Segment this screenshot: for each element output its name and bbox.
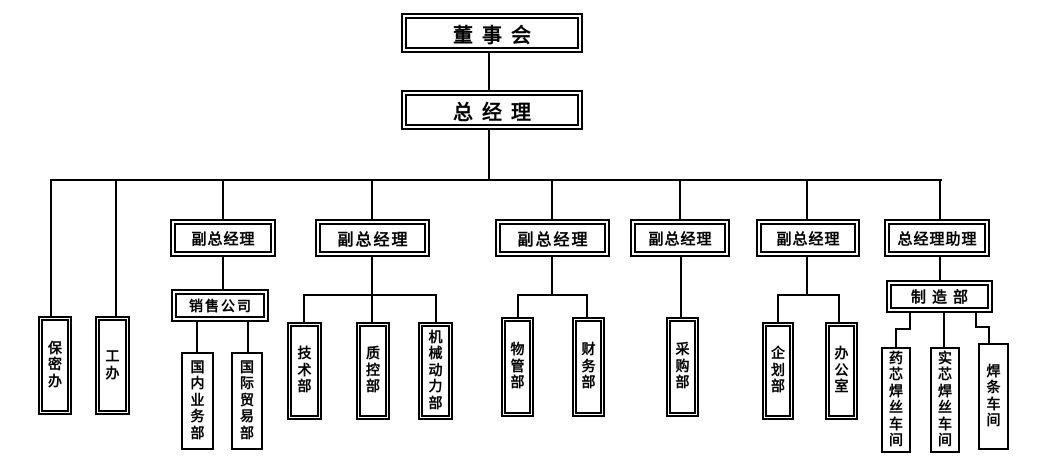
connector-vpplanning-stem [806, 257, 808, 294]
connector-assistant-manufacturing [939, 257, 941, 280]
org-node-general-office-label: 办公室 [834, 346, 849, 396]
org-node-workers-office: 工办 [95, 316, 130, 415]
org-node-gm-assistant: 总经理助理 [884, 219, 990, 257]
org-node-gm: 总经理 [401, 90, 583, 130]
org-node-vp-logistics: 副总经理 [495, 219, 610, 257]
org-node-workers-office-label: 工办 [105, 349, 120, 382]
connector-sales-intl [247, 322, 249, 352]
connector-drop-vp-purchasing [679, 179, 681, 219]
connector-drop-materials [517, 294, 519, 317]
org-node-mech-power-dept-label: 机械动力部 [428, 329, 443, 412]
org-node-domestic-business: 国内业务部 [181, 352, 214, 450]
org-node-secrecy-office: 保密办 [38, 316, 72, 415]
org-node-flux-cored-workshop: 药芯焊丝车间 [881, 347, 911, 453]
org-node-board: 董事会 [401, 13, 583, 53]
org-node-finance-dept-label: 财务部 [581, 342, 596, 392]
org-node-materials-dept-label: 物管部 [510, 342, 525, 392]
connector-mfg-electrode-h [975, 326, 990, 328]
connector-mfg-electrode-v1 [975, 311, 977, 328]
org-node-flux-cored-workshop-label: 药芯焊丝车间 [889, 350, 903, 450]
org-node-manufacturing-label: 制造部 [910, 288, 974, 306]
org-node-intl-trade: 国际贸易部 [231, 352, 263, 450]
org-node-vp-planning: 副总经理 [756, 219, 860, 257]
connector-drop-planning [777, 294, 779, 322]
connector-drop-vp-logistics [551, 179, 553, 219]
org-node-vp-purchasing-label: 副总经理 [648, 229, 713, 248]
org-node-intl-trade-label: 国际贸易部 [240, 359, 254, 442]
connector-vptech-stem [371, 257, 373, 294]
org-node-domestic-business-label: 国内业务部 [190, 359, 205, 442]
org-node-solid-wire-workshop-label: 实芯焊丝车间 [938, 350, 952, 450]
connector-vppurchasing-purchasing [680, 257, 682, 317]
org-node-electrode-workshop: 焊条车间 [978, 343, 1009, 450]
connector-drop-gm-assistant [939, 179, 941, 219]
connector-drop-office [838, 294, 840, 322]
org-node-board-label: 董事会 [453, 22, 540, 47]
org-node-sales-company: 销售公司 [171, 289, 269, 322]
connector-main-horizontal [50, 179, 942, 181]
connector-vpsales-salescompany [222, 257, 224, 289]
connector-drop-workers [115, 179, 117, 316]
connector-drop-vp-planning [806, 179, 808, 219]
org-node-qc-dept: 质控部 [356, 322, 390, 420]
connector-mfg-electrode-v2 [988, 326, 990, 343]
org-node-gm-assistant-label: 总经理助理 [897, 229, 978, 248]
org-node-vp-planning-label: 副总经理 [776, 229, 841, 248]
org-node-gm-label: 总经理 [453, 99, 540, 124]
connector-gm-trunk [488, 130, 490, 179]
org-node-planning-dept-label: 企划部 [771, 346, 785, 396]
org-node-purchasing-dept-label: 采购部 [675, 342, 690, 392]
org-node-tech-dept: 技术部 [287, 322, 322, 420]
org-node-secrecy-office-label: 保密办 [48, 340, 62, 390]
connector-drop-vp-sales [222, 179, 224, 219]
org-node-planning-dept: 企划部 [762, 322, 794, 420]
connector-mfg-flux-h [895, 328, 911, 330]
connector-vpplanning-horizontal [777, 294, 840, 296]
connector-mfg-solid [943, 311, 945, 347]
connector-vplogistics-stem [551, 257, 553, 294]
org-node-solid-wire-workshop: 实芯焊丝车间 [930, 347, 960, 453]
org-node-general-office: 办公室 [825, 322, 858, 420]
connector-mfg-flux-v2 [895, 328, 897, 347]
org-node-vp-tech: 副总经理 [315, 219, 430, 257]
org-node-electrode-workshop-label: 焊条车间 [986, 363, 1001, 430]
org-node-materials-dept: 物管部 [501, 317, 534, 417]
connector-mfg-flux-v1 [909, 311, 911, 329]
connector-drop-tech [303, 294, 305, 322]
org-node-vp-sales-label: 副总经理 [191, 229, 256, 248]
connector-drop-qc [371, 294, 373, 322]
org-node-finance-dept: 财务部 [572, 317, 605, 417]
org-node-manufacturing: 制造部 [886, 280, 993, 313]
connector-drop-vp-tech [371, 179, 373, 219]
org-node-sales-company-label: 销售公司 [189, 298, 253, 315]
org-node-vp-logistics-label: 副总经理 [517, 230, 590, 249]
org-node-vp-tech-label: 副总经理 [337, 230, 410, 249]
connector-drop-mech [435, 294, 437, 322]
org-node-purchasing-dept: 采购部 [666, 317, 699, 417]
org-node-qc-dept-label: 质控部 [366, 346, 380, 396]
connector-drop-secrecy [50, 179, 52, 316]
connector-drop-finance [586, 294, 588, 317]
connector-vplogistics-horizontal [517, 294, 588, 296]
connector-sales-domestic [196, 322, 198, 352]
org-node-mech-power-dept: 机械动力部 [418, 322, 453, 420]
connector-board-gm [488, 53, 490, 90]
org-node-vp-purchasing: 副总经理 [630, 219, 730, 257]
connector-vptech-horizontal [303, 294, 437, 296]
org-node-tech-dept-label: 技术部 [297, 346, 312, 396]
org-node-vp-sales: 副总经理 [170, 219, 276, 257]
